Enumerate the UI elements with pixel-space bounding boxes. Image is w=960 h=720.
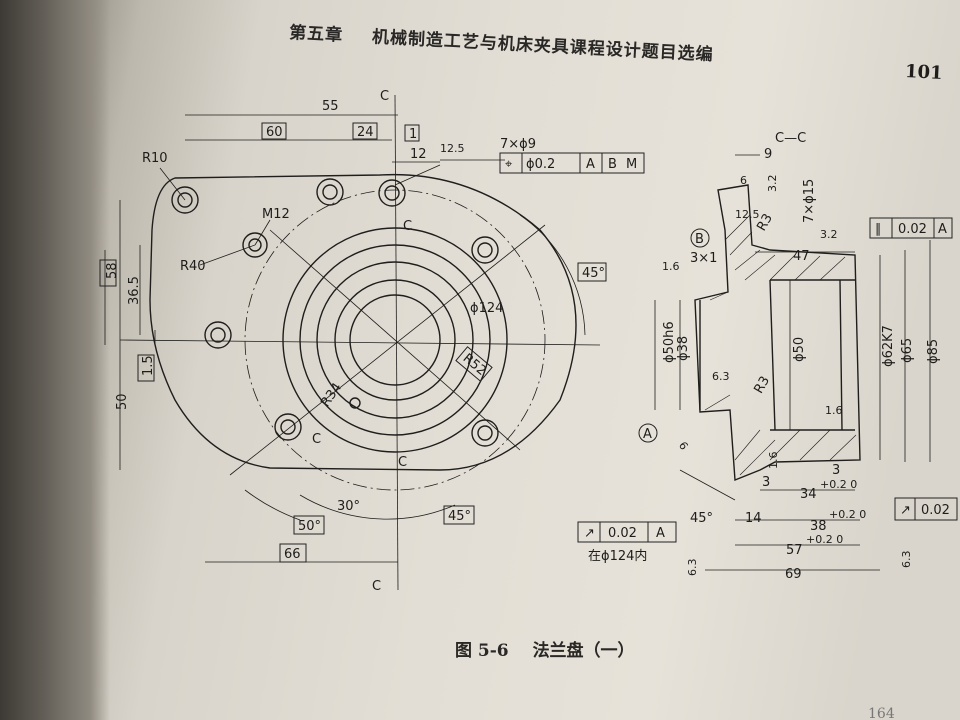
dim-r10: R10 [142, 151, 168, 166]
dim-47: 47 [793, 249, 810, 264]
book-spine-shadow [0, 0, 110, 720]
dim-3-b: 3 [832, 463, 840, 478]
figure-title: 法兰盘（一） [532, 641, 635, 661]
datum-b: B [695, 232, 704, 247]
dim-38-tol: +0.2 0 [829, 508, 866, 521]
roughness-12-5: 12.5 [440, 142, 465, 155]
rough-3-2-a: 3.2 [766, 175, 779, 193]
figure-caption: 图 5-6 法兰盘（一） [455, 636, 635, 661]
rough-6-3-b: 6.3 [686, 559, 699, 577]
flatness-tol: 0.02 [898, 222, 927, 237]
angle-45-bottom: 45° [448, 509, 471, 524]
dim-d38: ϕ38 [676, 336, 691, 361]
flatness-frame [869, 217, 953, 239]
dim-66: 66 [284, 547, 301, 562]
dim-6-bottom: 6 [676, 439, 691, 452]
pos-tol-value: ϕ0.2 [526, 157, 555, 172]
dim-d85: ϕ85 [926, 339, 941, 364]
datum-a: A [643, 427, 652, 442]
section-mark-c-2: C [312, 432, 321, 447]
rough-12-5: 12.5 [735, 208, 760, 221]
position-tolerance-frame [499, 152, 645, 174]
dim-r3-a: R3 [754, 211, 776, 233]
section-dimension-lines [654, 154, 931, 571]
dim-24: 24 [357, 125, 374, 140]
front-view-dimension-lines [104, 94, 601, 591]
dim-57-tol: +0.2 0 [806, 533, 843, 546]
figure-number: 图 5-6 [455, 641, 509, 661]
section-view-geometry [694, 184, 861, 482]
holes-7xd9: 7×ϕ9 [500, 137, 536, 152]
rough-1-6-c: 1.6 [767, 452, 780, 470]
flatness-datum: A [938, 222, 947, 237]
dim-r3-b: R3 [751, 374, 773, 396]
angle-45-top: 45° [582, 266, 605, 281]
dim-12: 12 [410, 147, 427, 162]
dim-d50h6: ϕ50h6 [662, 321, 677, 363]
dim-3-a: 3 [762, 475, 770, 490]
dim-58: 58 [105, 262, 120, 279]
pos-tol-datum-b: B [608, 157, 617, 172]
rough-3-2-b: 3.2 [820, 228, 838, 241]
dim-r52: R52 [460, 351, 489, 379]
dim-d65: ϕ65 [900, 338, 915, 363]
dim-50: 50 [115, 393, 130, 410]
dim-d62k7: ϕ62K7 [881, 325, 896, 367]
dim-1-5: 1.5 [141, 355, 156, 376]
rough-1-6-b: 1.6 [825, 404, 843, 417]
runout-datum: A [656, 526, 665, 541]
dim-9: 9 [764, 147, 772, 162]
angle-30: 30° [337, 499, 360, 514]
section-title: C—C [775, 131, 806, 146]
right-tol-value: 0.02 [921, 503, 950, 518]
dim-38: 38 [810, 519, 827, 534]
rough-6-3: 6.3 [712, 370, 730, 383]
position-icon: ⌖ [505, 157, 513, 172]
section-hatching [704, 214, 857, 476]
dim-d124: ϕ124 [470, 301, 503, 316]
section-mark-c-bottom: C [372, 579, 381, 594]
right-tol-frame [894, 497, 958, 521]
dim-1: 1 [409, 127, 417, 142]
section-view-labels: C—C 9 6 3.2 12.5 7×ϕ15 B 3×1 1.6 47 ∥ 0.… [577, 131, 958, 582]
datum-b-marker [690, 228, 710, 248]
section-mark-c-1: C [403, 219, 412, 234]
dim-m12: M12 [262, 207, 290, 222]
dim-69: 69 [785, 567, 802, 582]
angle-50: 50° [298, 519, 321, 534]
pos-tol-datum-a: A [586, 157, 595, 172]
dim-60: 60 [266, 125, 283, 140]
dim-d50: ϕ50 [792, 337, 807, 362]
pos-tol-modifier: M [626, 157, 637, 172]
rough-6-3-c: 6.3 [900, 551, 913, 569]
section-mark-c-3: C [398, 455, 407, 470]
rough-1-6-a: 1.6 [662, 260, 680, 273]
dim-34-tol: +0.2 0 [820, 478, 857, 491]
footer-page-fragment: 164 [868, 706, 895, 720]
dim-36-5: 36.5 [127, 276, 142, 305]
flatness-icon: ∥ [875, 222, 882, 237]
dim-6-top: 6 [740, 174, 747, 187]
holes-7xd15: 7×ϕ15 [802, 179, 817, 223]
runout-frame [577, 521, 677, 543]
runout-icon: ↗ [584, 526, 595, 541]
runout-tol: 0.02 [608, 526, 637, 541]
dim-34: 34 [800, 487, 817, 502]
runout-note: 在ϕ124内 [588, 548, 647, 564]
dim-57: 57 [786, 543, 803, 558]
dim-r34: R34 [318, 380, 345, 410]
chamfer-3x1: 3×1 [690, 251, 717, 266]
dim-r40: R40 [180, 259, 206, 274]
right-tol-icon: ↗ [900, 503, 911, 518]
section-mark-c-top: C [380, 89, 389, 104]
dim-14: 14 [745, 511, 762, 526]
dim-55: 55 [322, 99, 339, 114]
angle-45-section: 45° [690, 511, 713, 526]
datum-a-marker [638, 423, 658, 443]
